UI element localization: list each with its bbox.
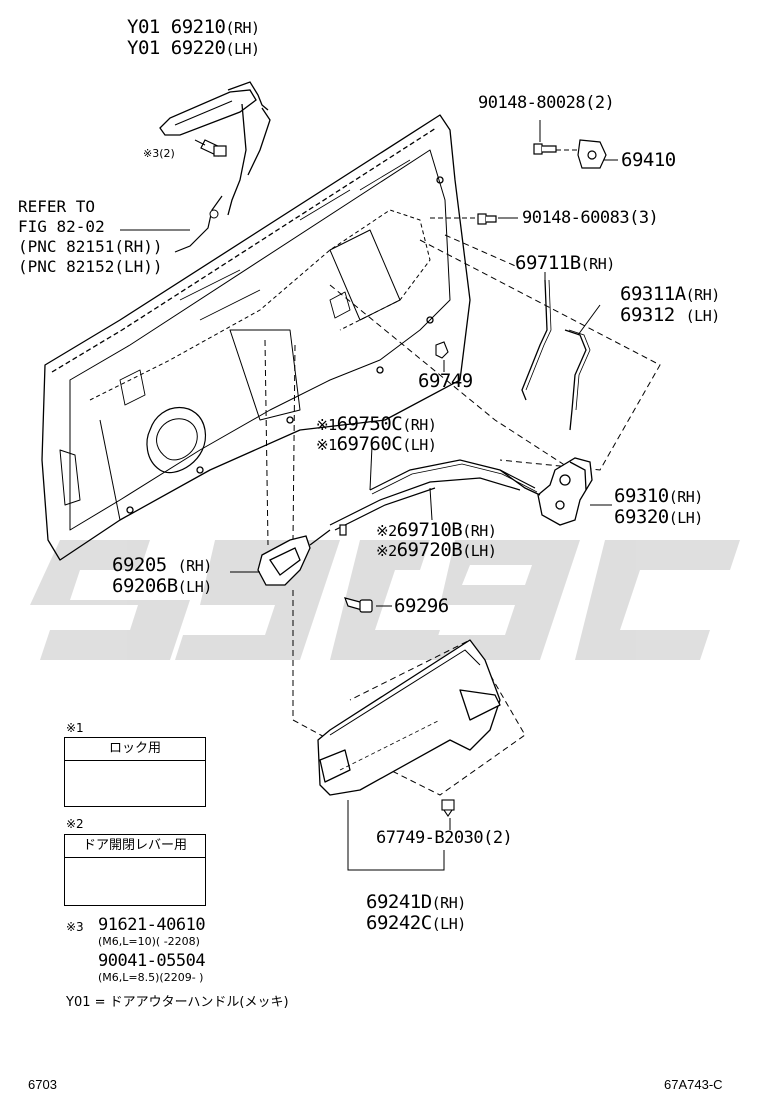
side: (LH): [225, 40, 260, 58]
side: (LH): [177, 578, 213, 596]
label-69242c: 69242C(LH): [366, 914, 466, 933]
part-number: 69720B: [396, 539, 463, 561]
refer-line-2: FIG 82-02: [18, 217, 105, 236]
side: (LH): [668, 509, 704, 527]
part-number: 69710B: [396, 519, 463, 541]
label-90148-60083: 90148-60083(3): [522, 208, 659, 228]
cable-clip-icon: [209, 209, 219, 219]
door-lock-icon: [499, 457, 593, 526]
part-number: 69760C: [336, 433, 403, 455]
screw-icon-2: [344, 597, 373, 613]
part-number: 69320: [614, 506, 669, 528]
label-69296: 69296: [394, 595, 449, 617]
lock-rod: [521, 279, 548, 401]
label-69241d: 69241D(RH): [366, 893, 466, 912]
side: (RH): [177, 557, 213, 575]
side: (RH): [462, 522, 497, 540]
note-mark: ※2: [376, 542, 397, 560]
legend-note3-mark: ※3: [66, 920, 84, 934]
part-number: 69241D: [366, 891, 432, 913]
legend-note1-mark: ※1: [66, 721, 84, 735]
legend-note3-spec1: (M6,L=10)( -2208): [98, 935, 200, 948]
label-69311a: 69311A(RH): [620, 285, 720, 304]
part-number: Y01 69220: [127, 37, 226, 59]
label-69710b: ※269710B(RH): [376, 519, 497, 541]
part-number: 69311A: [620, 283, 686, 305]
legend-note3-part2: 90041-05504: [98, 951, 206, 971]
label-69205: 69205 (RH): [112, 556, 212, 575]
door-cables: [309, 459, 538, 546]
bolt-icon: [533, 143, 557, 155]
link-rod: [564, 329, 587, 431]
refer-line-4: (PNC 82152(LH)): [18, 257, 163, 276]
legend-box-1-body: [65, 761, 205, 807]
legend-y01-definition: Y01 = ドアアウターハンドル(メッキ): [66, 995, 289, 1010]
side: (RH): [431, 894, 467, 912]
label-69220: Y01 69220(LH): [127, 39, 260, 58]
label-69720b: ※269720B(LH): [376, 539, 497, 561]
clip-icon-2: [441, 799, 455, 817]
page-code: 6703: [28, 1077, 57, 1092]
label-69711b: 69711B(RH): [515, 254, 615, 273]
door-inner-panel: [41, 114, 471, 561]
part-number: 69242C: [366, 912, 432, 934]
label-90148-80028: 90148-80028(2): [478, 93, 615, 113]
legend-box-1-title: ロック用: [65, 738, 205, 761]
leader-lines: [120, 120, 618, 871]
legend-box-2: ドア開閉レバー用: [64, 834, 206, 906]
label-69310: 69310(RH): [614, 487, 703, 506]
legend-note3-spec2: (M6,L=8.5)(2209- ): [98, 971, 204, 984]
bolt-icon-2: [477, 213, 497, 225]
assembly-dashes: [264, 234, 661, 796]
note-mark: ※1: [316, 416, 337, 434]
door-trim-panel: [317, 639, 501, 796]
legend-note2-mark: ※2: [66, 817, 84, 831]
label-67749: 67749-B2030(2): [376, 828, 513, 848]
part-number: 69711B: [515, 252, 581, 274]
label-69750c: ※169750C(RH): [316, 413, 437, 435]
handle-cable: [174, 195, 223, 253]
figure-code: 67A743-C: [664, 1077, 723, 1092]
clip-icon: [435, 341, 449, 359]
part-number: 69205: [112, 554, 167, 576]
screw-icon: [200, 139, 227, 157]
label-69749: 69749: [418, 370, 473, 392]
part-number: Y01 69210: [127, 16, 226, 38]
side: (LH): [462, 542, 497, 560]
side: (RH): [402, 416, 437, 434]
legend-box-2-title: ドア開閉レバー用: [65, 835, 205, 858]
part-number: 69312: [620, 304, 675, 326]
part-number: 69750C: [336, 413, 403, 435]
side: (LH): [402, 436, 437, 454]
note-mark: ※1: [316, 436, 337, 454]
label-69760c: ※169760C(LH): [316, 433, 437, 455]
refer-line-1: REFER TO: [18, 197, 96, 216]
label-69320: 69320(LH): [614, 508, 703, 527]
part-number: 69206B: [112, 575, 178, 597]
side: (RH): [685, 286, 721, 304]
side: (RH): [225, 19, 260, 37]
lock-rod-edge: [525, 279, 552, 391]
label-69206b: 69206B(LH): [112, 577, 212, 596]
link-rod-edge: [568, 329, 591, 411]
label-69210: Y01 69210(RH): [127, 18, 260, 37]
side: (RH): [668, 488, 704, 506]
inside-handle-icon: [257, 535, 311, 586]
side: (LH): [431, 915, 467, 933]
legend-box-1: ロック用: [64, 737, 206, 807]
side: (LH): [685, 307, 721, 325]
refer-line-3: (PNC 82151(RH)): [18, 237, 163, 256]
note-mark: ※2: [376, 522, 397, 540]
legend-box-2-body: [65, 858, 205, 904]
legend-note3-part1: 91621-40610: [98, 915, 206, 935]
side: (RH): [580, 255, 616, 273]
part-number: 69310: [614, 485, 669, 507]
label-ref3: ※3(2): [143, 147, 175, 160]
outside-handle: [159, 81, 271, 216]
label-69410: 69410: [621, 149, 676, 171]
striker-icon: [577, 139, 607, 169]
label-69312: 69312 (LH): [620, 306, 720, 325]
